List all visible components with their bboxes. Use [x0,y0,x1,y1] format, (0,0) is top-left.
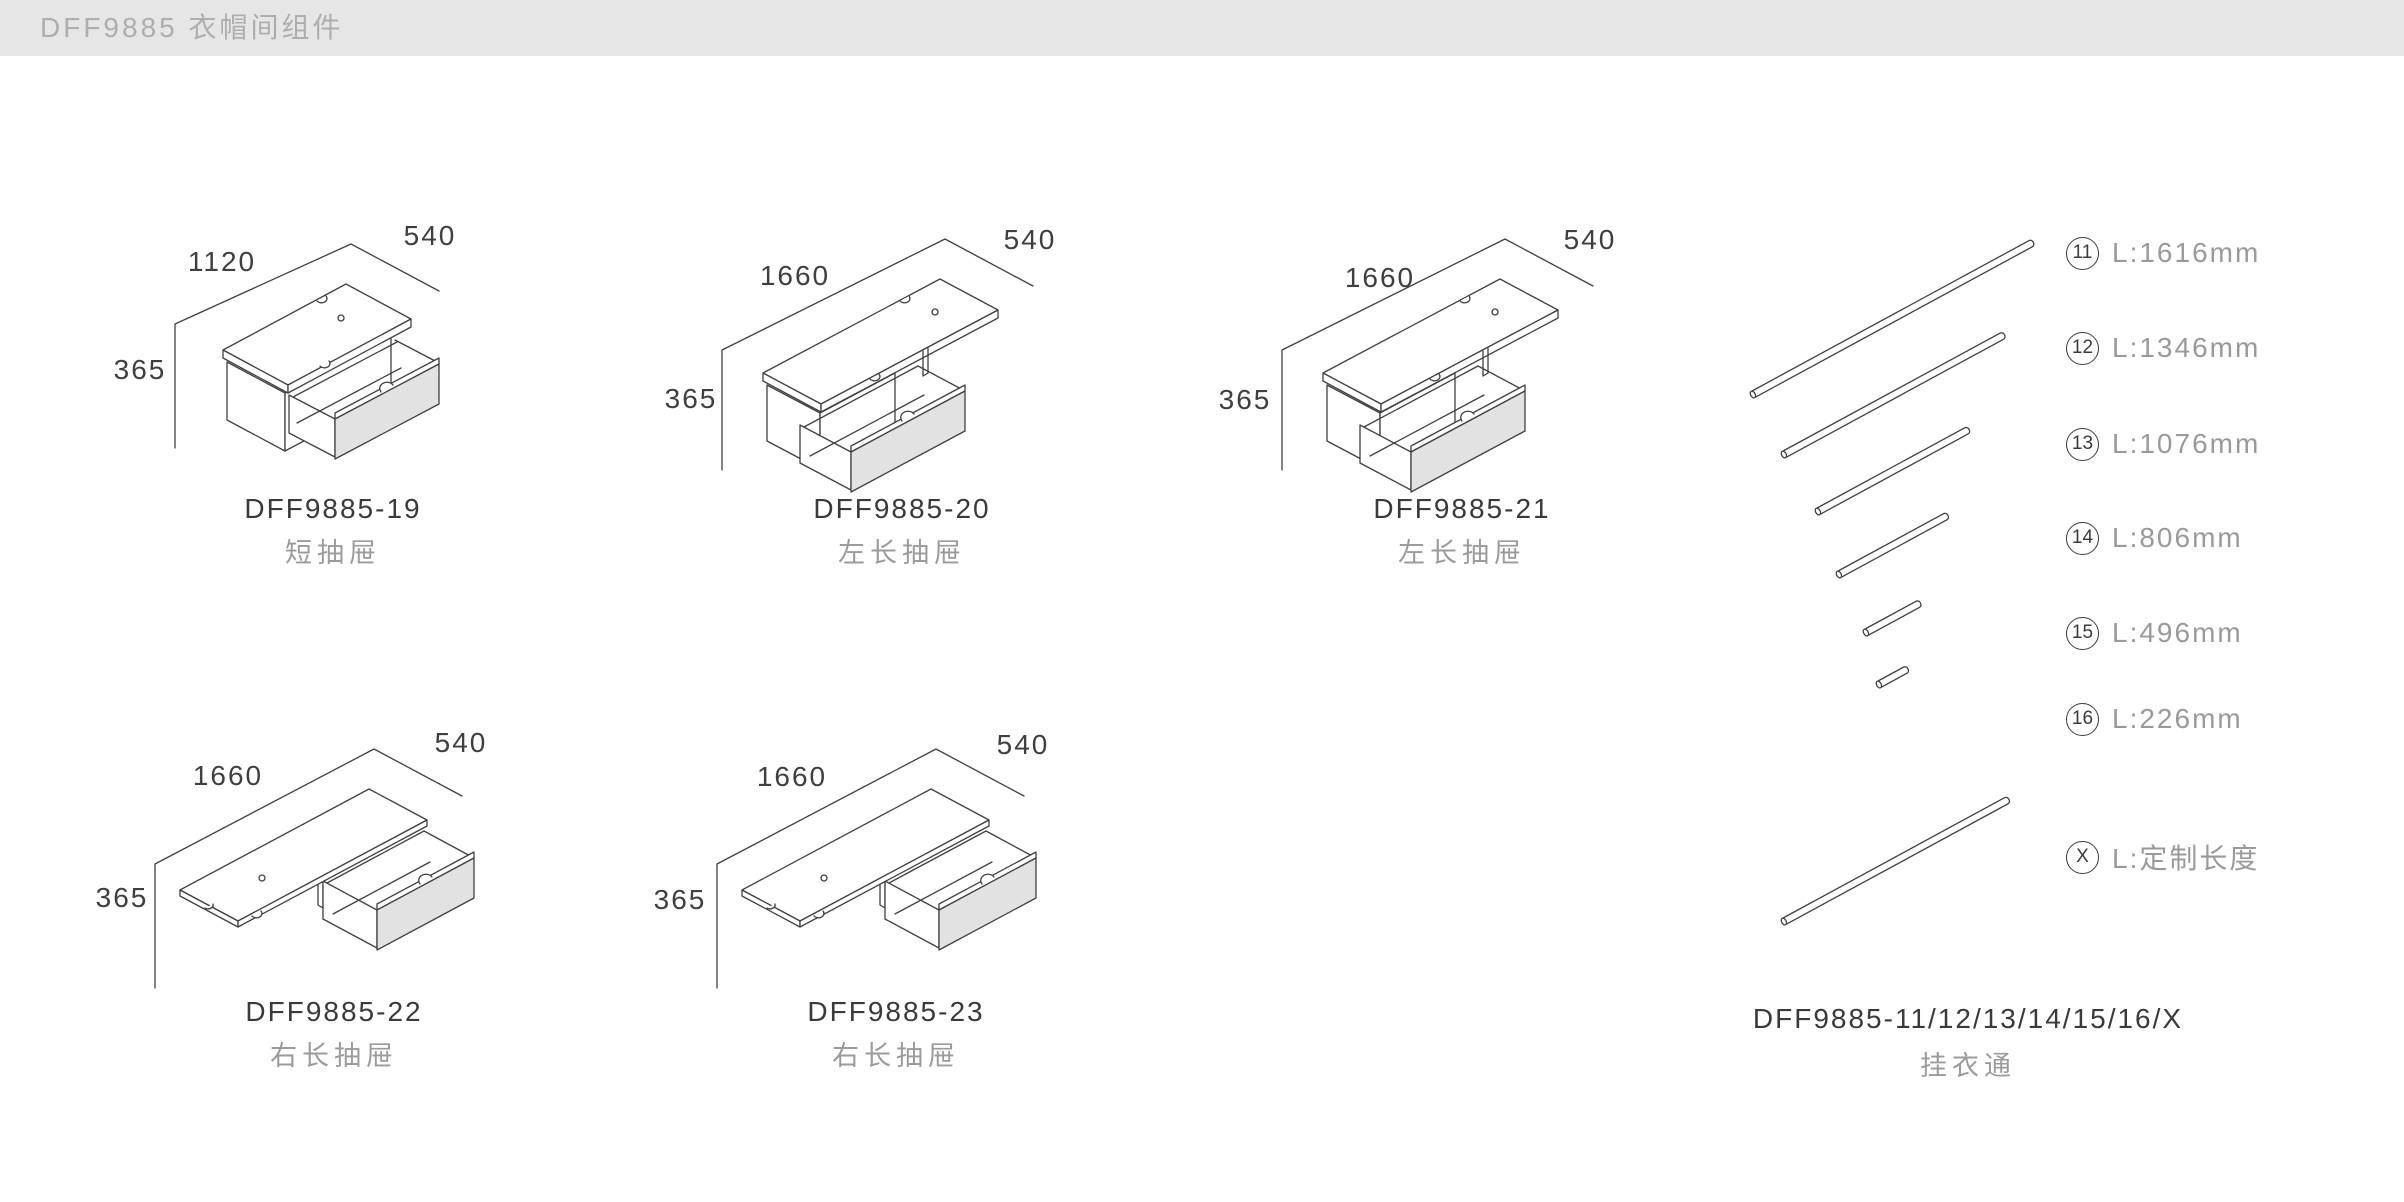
rods-part-number: DFF9885-11/12/13/14/15/16/X [1752,1003,2184,1034]
drawing-drawer-20 [721,238,1034,493]
dim-height-label-23: 365 [653,884,707,915]
page-title: DFF9885 衣帽间组件 [40,12,344,43]
part-number-21: DFF9885-21 [1373,493,1551,524]
rod-list-item-12: 12 L:1346mm [2066,328,2260,368]
rod-length-label-14: L:806mm [2112,522,2243,553]
part-number-20: DFF9885-20 [813,493,991,524]
rod-length-label-16: L:226mm [2112,703,2243,734]
rod-ref-circle-13: 13 [2066,427,2099,461]
dim-width-label-20: 1660 [759,260,831,291]
drawing-drawer-22 [154,748,475,989]
drawing-rods [1749,239,2035,926]
dim-width-label-22: 1660 [192,760,264,791]
part-number-23: DFF9885-23 [807,996,985,1027]
rod-length-label-13: L:1076mm [2112,428,2261,459]
dim-height-label-20: 365 [664,383,718,414]
dim-width-label-21: 1660 [1344,262,1416,293]
dim-width-label-23: 1660 [756,761,828,792]
rod-list-item-13: 13 L:1076mm [2066,424,2260,464]
rod-x-shape [1780,796,2011,926]
rod-ref-circle-15: 15 [2066,616,2099,650]
rod-length-label-x: L:定制长度 [2112,843,2260,874]
rod-list-item-x: X L:定制长度 [2066,837,2259,877]
rod-list-item-16: 16 L:226mm [2066,699,2243,739]
rod-15-shape [1862,600,1922,637]
drawing-drawer-21 [1281,238,1594,493]
dim-depth-label-21: 540 [1563,224,1617,255]
title-bar: DFF9885 衣帽间组件 [0,0,2404,56]
dim-depth-label-20: 540 [1003,224,1057,255]
dim-depth-label-23: 540 [996,729,1050,760]
part-number-19: DFF9885-19 [244,493,422,524]
rod-ref-circle-11: 11 [2066,236,2099,270]
rod-list-item-14: 14 L:806mm [2066,518,2243,558]
part-name-22: 右长抽屉 [270,1041,398,1071]
rod-ref-circle-x: X [2066,840,2099,874]
rod-12-shape [1780,332,2006,459]
dim-height-label-19: 365 [113,354,167,385]
rod-14-shape [1835,512,1950,579]
dim-depth-label-19: 540 [403,220,457,251]
rod-ref-circle-14: 14 [2066,521,2099,555]
rod-13-shape [1814,426,1971,516]
dim-height-label-22: 365 [95,882,149,913]
part-number-22: DFF9885-22 [245,996,423,1027]
rod-16-shape [1875,666,1910,689]
part-name-23: 右长抽屉 [832,1041,960,1071]
rods-part-name: 挂衣通 [1920,1051,2016,1081]
dim-width-label-19: 1120 [187,246,257,277]
part-name-20: 左长抽屉 [838,538,966,568]
rod-11-shape [1749,239,2035,399]
drawing-drawer-19 [174,243,440,460]
part-name-21: 左长抽屉 [1398,538,1526,568]
rod-length-label-12: L:1346mm [2112,332,2261,363]
rod-length-label-11: L:1616mm [2112,237,2261,268]
rod-list-item-15: 15 L:496mm [2066,613,2243,653]
rod-list-item-11: 11 L:1616mm [2066,233,2260,273]
rod-ref-circle-12: 12 [2066,331,2099,365]
rod-ref-circle-16: 16 [2066,702,2099,736]
dim-height-label-21: 365 [1218,384,1272,415]
dim-depth-label-22: 540 [434,727,488,758]
rod-length-label-15: L:496mm [2112,617,2243,648]
part-name-19: 短抽屉 [285,538,381,568]
